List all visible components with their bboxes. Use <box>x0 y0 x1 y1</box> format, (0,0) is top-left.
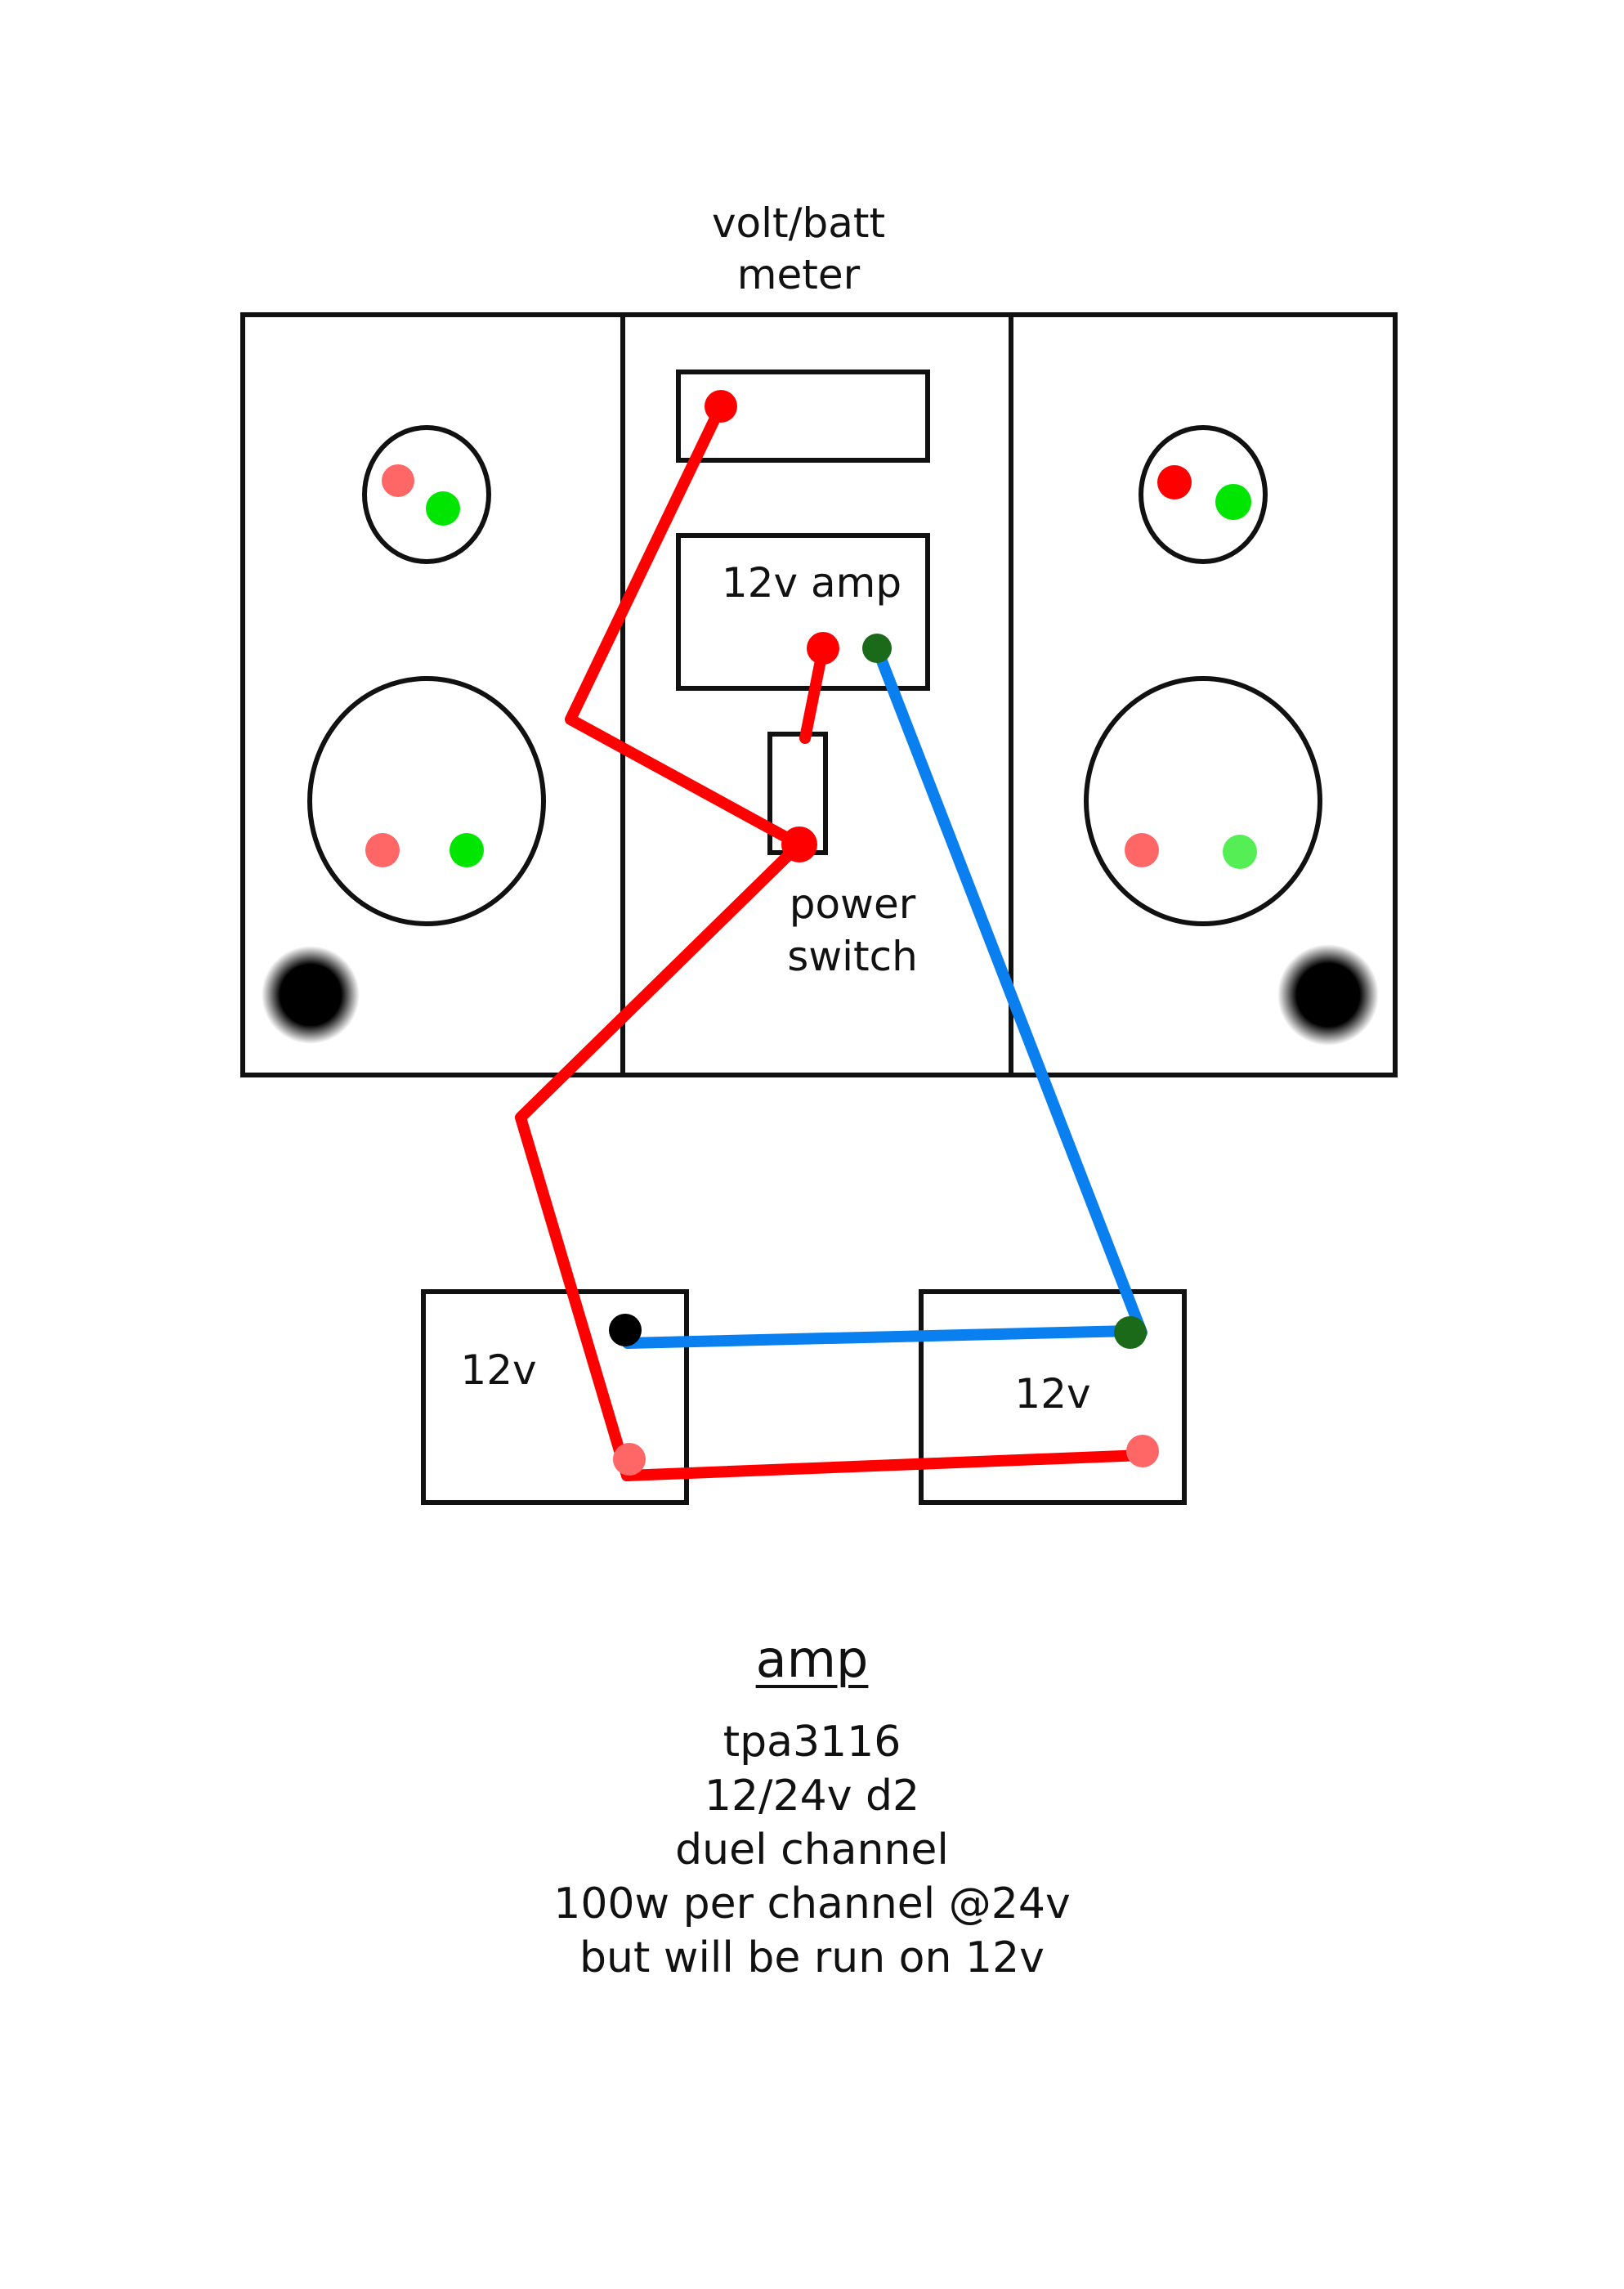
positive-wiring <box>515 401 1148 1481</box>
battery-left-negative-terminal <box>609 1314 642 1346</box>
negative-wiring <box>622 643 1148 1349</box>
left-woofer-negative-terminal <box>450 833 484 867</box>
amp-notes-title: amp <box>755 1629 869 1689</box>
right-speaker <box>1084 425 1379 1046</box>
power-switch-label-line2: switch <box>787 933 918 980</box>
amp-notes-line: tpa3116 <box>723 1718 901 1767</box>
amp-notes: amp tpa3116 12/24v d2 duel channel 100w … <box>0 1627 1624 1985</box>
amplifier-box <box>676 533 930 691</box>
battery-left <box>421 1289 689 1505</box>
left-tweeter <box>362 425 491 564</box>
amp-notes-line: 12/24v d2 <box>704 1772 920 1821</box>
meter-label-line2: meter <box>737 251 861 298</box>
meter-label-line1: volt/batt <box>712 199 885 247</box>
meter-positive-wire <box>565 401 805 850</box>
amp-notes-line: but will be run on 12v <box>579 1933 1045 1982</box>
battery-left-label: 12v <box>460 1346 536 1394</box>
right-tweeter <box>1139 425 1268 564</box>
right-woofer-positive-terminal <box>1125 833 1159 867</box>
right-woofer-negative-terminal <box>1223 835 1257 869</box>
amp-negative-terminal <box>862 634 892 663</box>
battery-right-label: 12v <box>1014 1370 1090 1418</box>
left-tweeter-negative-terminal <box>426 491 460 526</box>
left-speaker <box>262 425 546 1044</box>
amp-negative-wire <box>871 643 1148 1338</box>
left-woofer <box>307 676 546 926</box>
right-woofer <box>1084 676 1322 926</box>
connection-points <box>609 390 1159 1476</box>
right-bass-port <box>1277 944 1379 1046</box>
battery-series-positive-wire <box>621 1449 1148 1481</box>
battery-feed-wire <box>515 839 805 1481</box>
amp-positive-terminal <box>807 632 839 665</box>
battery-right <box>919 1289 1187 1505</box>
battery-right-positive-terminal <box>1126 1435 1159 1467</box>
battery-right-negative-terminal <box>1114 1316 1147 1349</box>
right-tweeter-negative-terminal <box>1215 484 1251 520</box>
right-speaker-panel <box>1009 312 1398 1077</box>
amp-notes-line: 100w per channel @24v <box>553 1879 1071 1928</box>
battery-link-negative-wire <box>622 1325 1136 1349</box>
left-woofer-positive-terminal <box>365 833 400 867</box>
cabinet <box>240 312 1398 1077</box>
battery-left-positive-terminal <box>613 1443 646 1476</box>
left-bass-port <box>262 946 360 1044</box>
switch-junction <box>781 826 817 862</box>
right-tweeter-positive-terminal <box>1157 465 1192 499</box>
amplifier-label: 12v amp <box>722 559 901 607</box>
amp-notes-line: duel channel <box>675 1825 949 1875</box>
power-switch-label-line1: power <box>790 880 916 928</box>
meter-positive-terminal <box>705 390 737 423</box>
left-tweeter-positive-terminal <box>382 464 414 497</box>
volt-battery-meter <box>676 370 930 463</box>
